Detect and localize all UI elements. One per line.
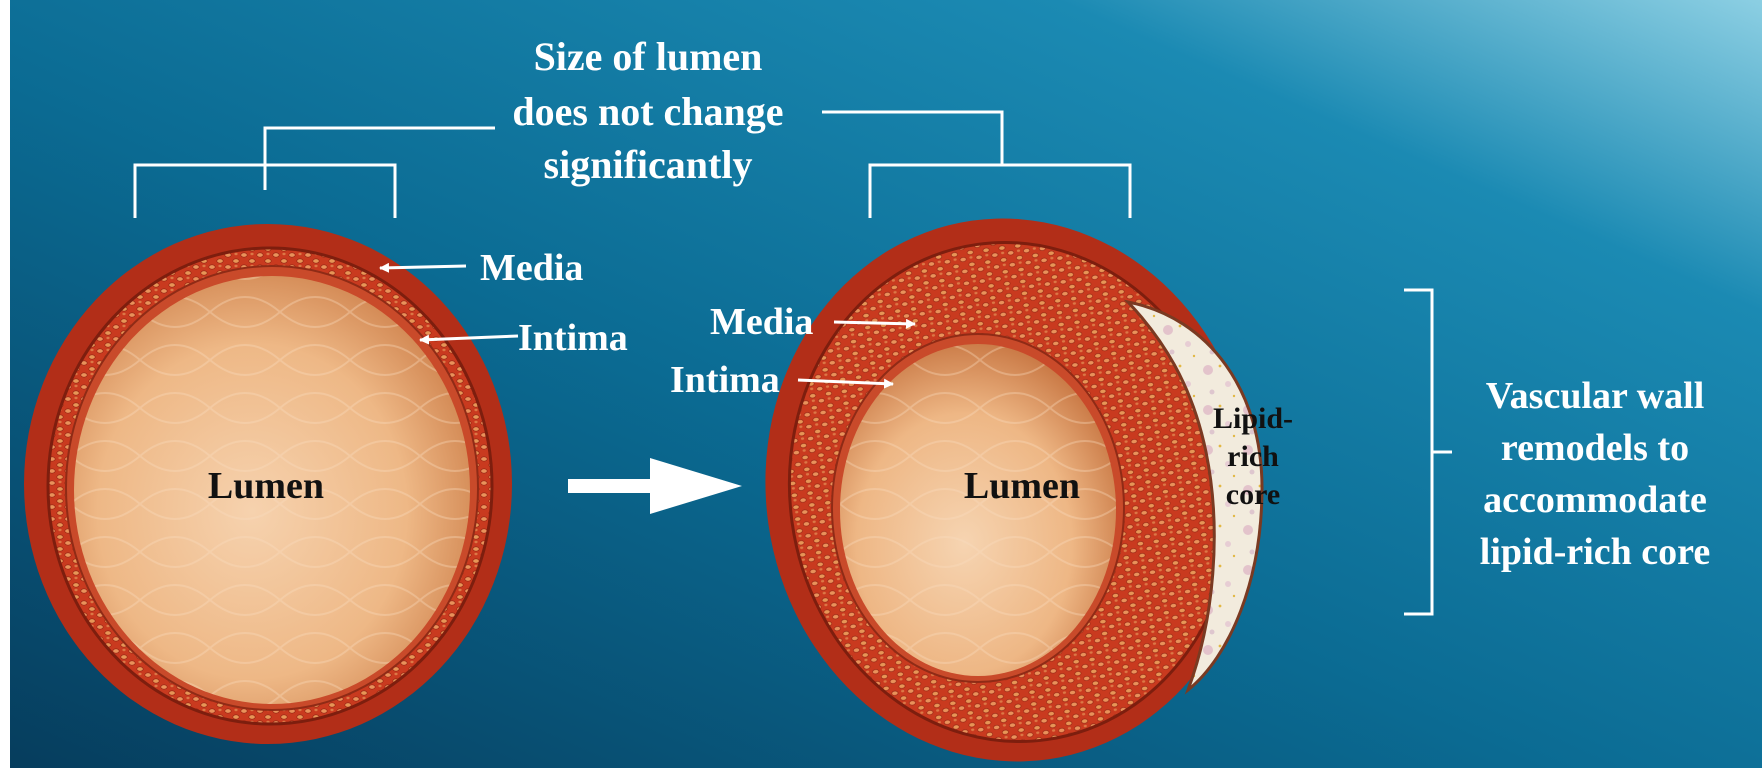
core-label-line-2: rich — [1227, 440, 1279, 473]
right-intima-label: Intima — [670, 359, 780, 401]
left-media-label: Media — [480, 247, 583, 289]
right-lumen-label: Lumen — [964, 465, 1080, 507]
title-line-3: significantly — [544, 142, 753, 187]
title-line-2: does not change — [512, 89, 783, 134]
right-media-arrow — [834, 322, 915, 324]
white-frame-bottom — [0, 768, 1762, 780]
remodel-note-line-1: Vascular wall — [1486, 375, 1705, 417]
core-label-line-1: Lipid- — [1213, 402, 1293, 435]
core-label-line-3: core — [1226, 478, 1280, 511]
normal-vessel: Lumen — [24, 224, 512, 744]
white-frame-left — [0, 0, 10, 780]
left-intima-label: Intima — [518, 317, 628, 359]
right-lumen-texture — [840, 344, 1116, 676]
remodel-note-line-4: lipid-rich core — [1480, 531, 1710, 573]
remodel-note-line-3: accommodate — [1483, 479, 1707, 521]
transition-arrow-shaft — [568, 479, 660, 493]
lumen-size-title: Size of lumen does not change significan… — [512, 34, 783, 187]
left-media-arrow — [380, 266, 466, 268]
title-line-1: Size of lumen — [534, 34, 763, 79]
right-media-label: Media — [710, 301, 813, 343]
remodel-note-line-2: remodels to — [1501, 427, 1689, 469]
left-lumen-label: Lumen — [208, 465, 324, 507]
